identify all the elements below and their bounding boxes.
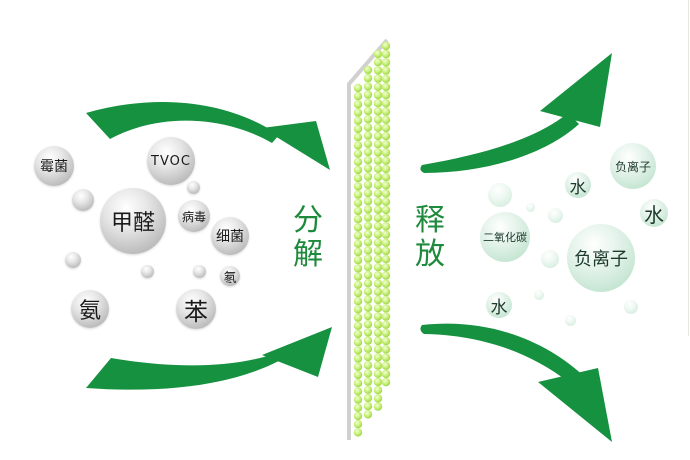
output-bubble-water-3: 水 [486,292,512,318]
small-bubble [141,265,154,278]
pollutant-bubble-mold: 霉菌 [34,146,74,186]
decompose-label: 分 解 [290,204,326,272]
release-char-2: 放 [415,237,445,272]
small-bubble [488,183,512,207]
small-bubble [541,250,559,268]
output-bubble-anion-large: 负离子 [567,224,635,292]
small-bubble [65,252,81,268]
small-bubble [548,208,563,223]
top-right-arrow-icon [420,53,612,173]
edge-divider [688,0,689,336]
output-bubble-water-2: 水 [640,199,668,227]
pollutant-bubble-radon: 氡 [220,266,240,286]
small-bubble [526,203,535,212]
output-bubble-anion-small: 负离子 [610,143,656,189]
pollutant-bubble-virus: 病毒 [178,200,210,232]
small-bubble [534,290,544,300]
bottom-right-arrow-icon [420,323,612,442]
small-bubble [72,189,94,211]
small-bubble [565,315,576,326]
release-label: 释 放 [412,204,448,272]
pollutant-bubble-bacteria: 细菌 [211,217,249,255]
top-left-arrow-icon [86,101,330,170]
pollutant-bubble-tvoc: TVOC [147,137,195,185]
release-char-1: 释 [415,203,445,238]
pollutant-bubble-ammonia: 氨 [71,290,109,328]
output-bubble-co2: 二氧化碳 [480,212,530,262]
small-bubble [624,300,638,314]
bottom-left-arrow-icon [86,327,332,390]
pollutant-bubble-benzene: 苯 [176,289,216,329]
small-bubble [193,265,206,278]
decompose-char-1: 分 [293,203,323,238]
pollutant-bubble-formaldehyde: 甲醛 [100,188,166,254]
output-bubble-water-1: 水 [565,172,591,198]
small-bubble [187,181,200,194]
decompose-char-2: 解 [293,237,323,272]
